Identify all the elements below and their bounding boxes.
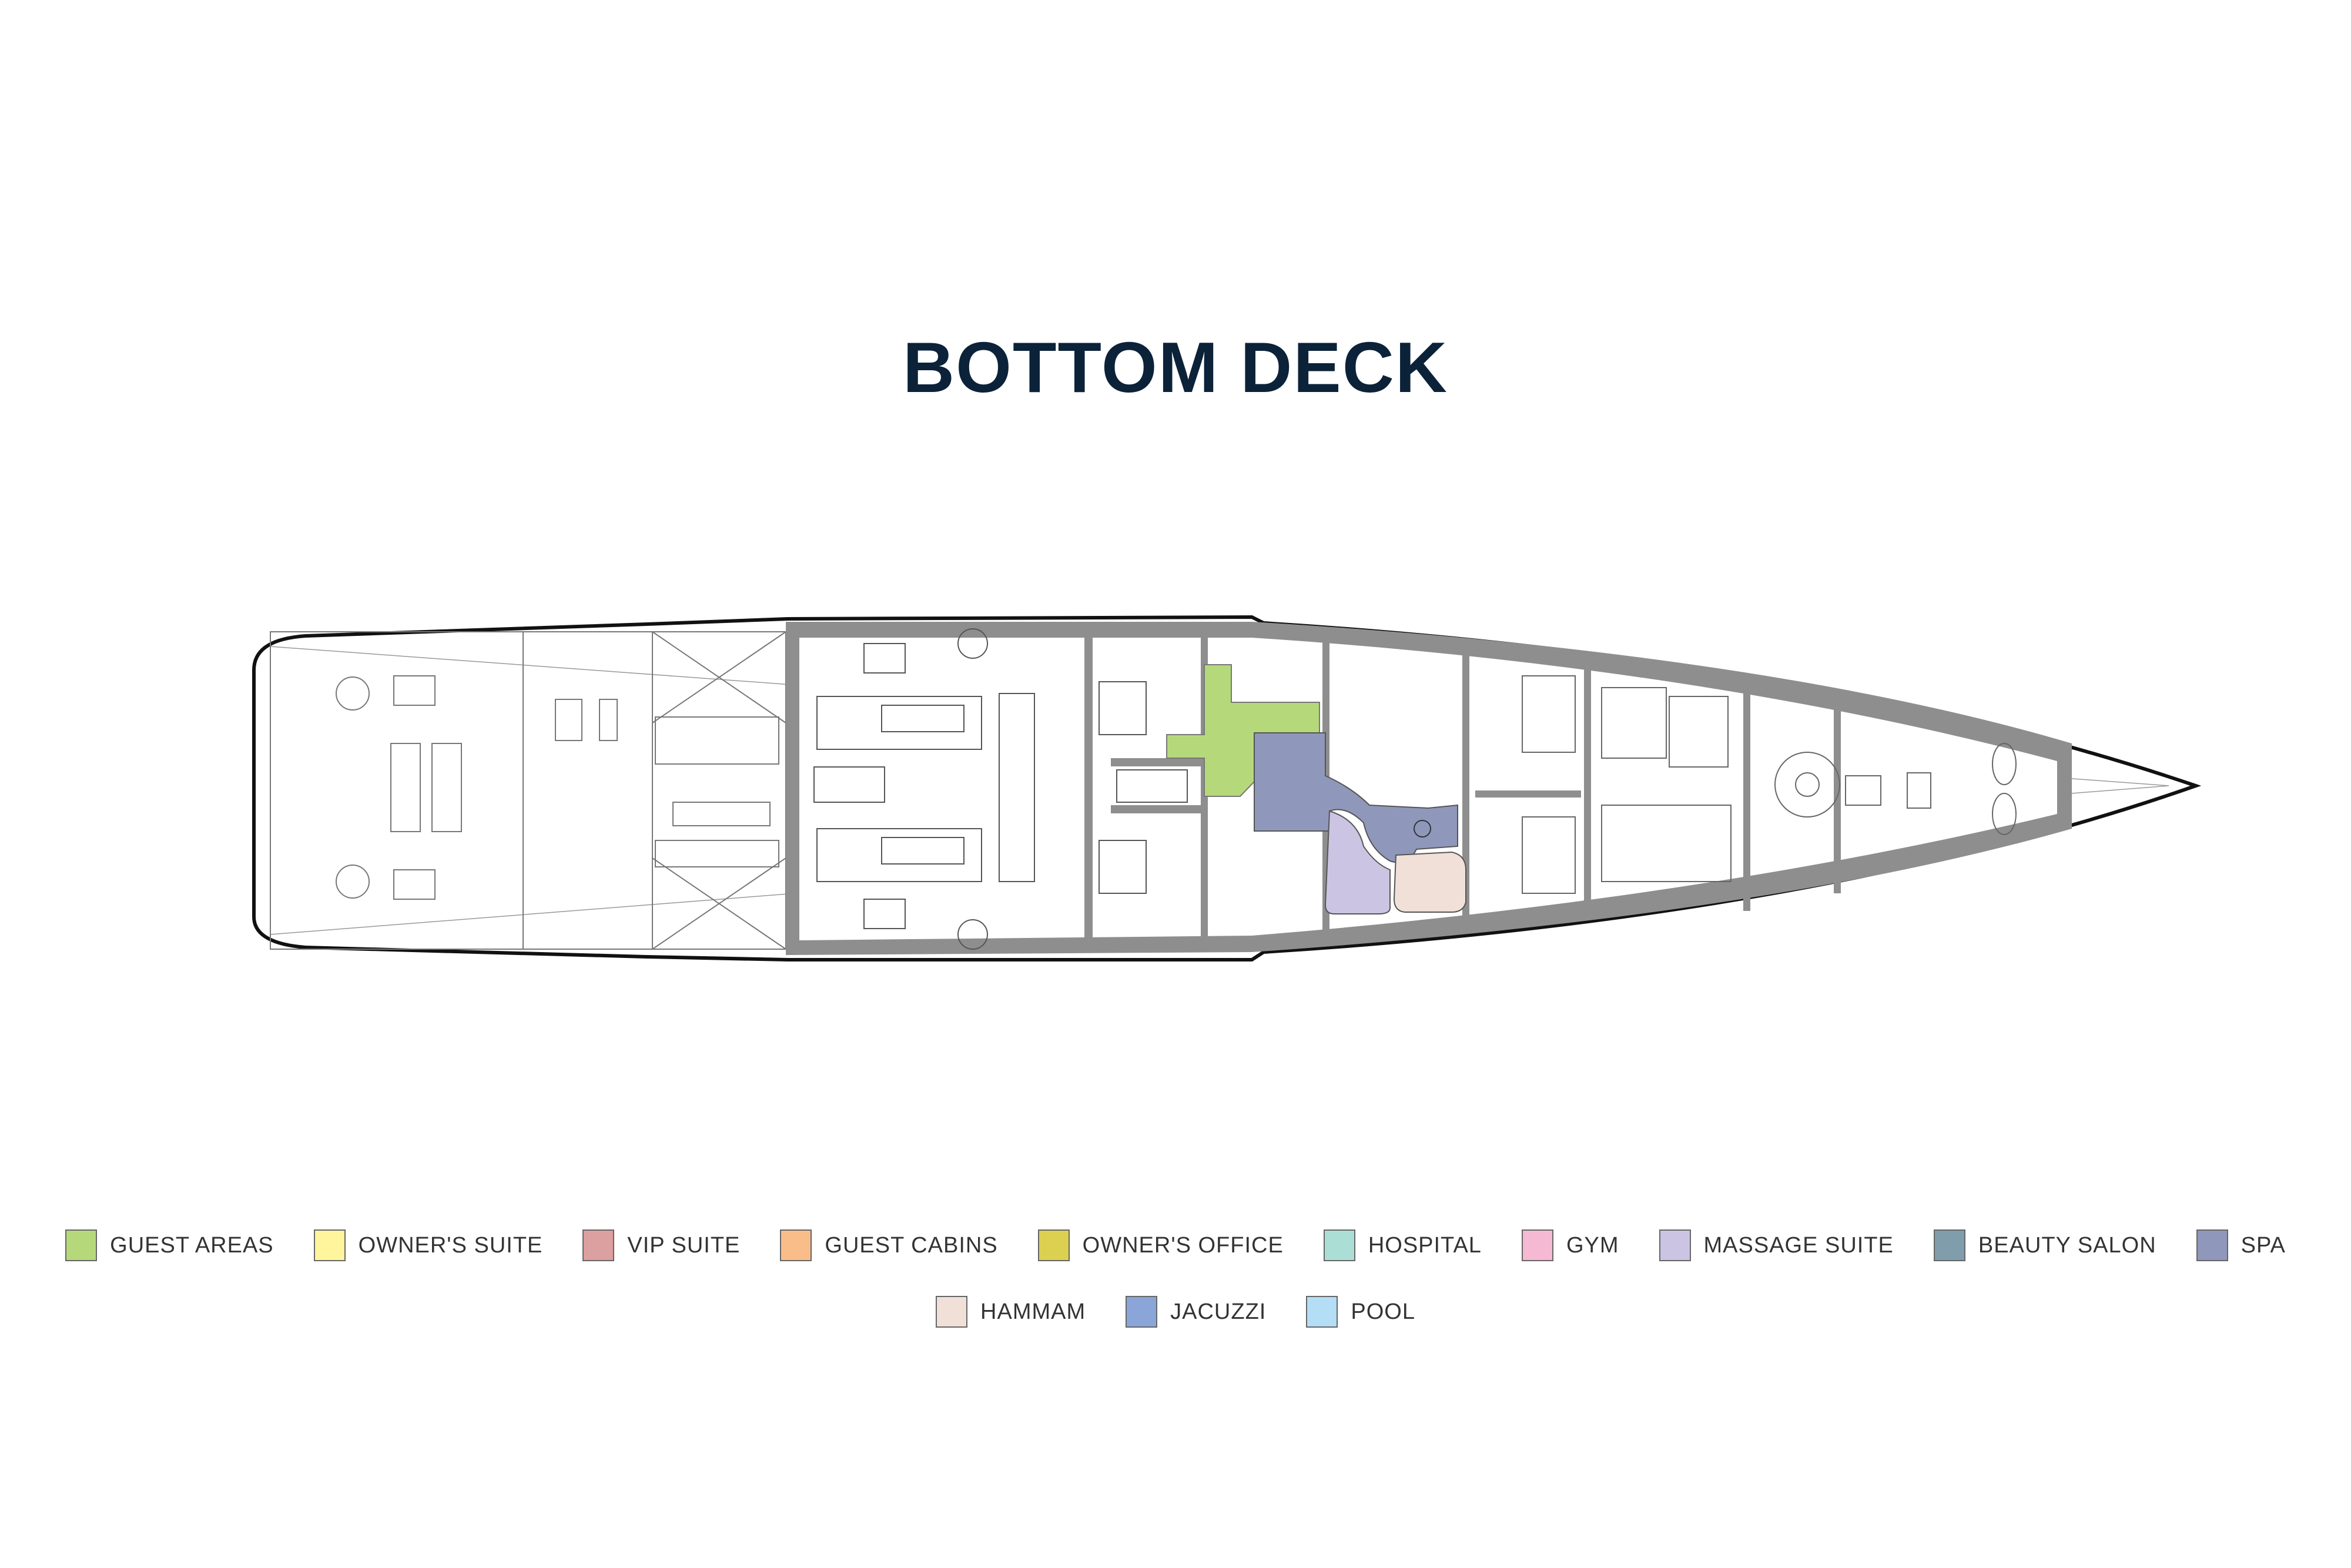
legend-label: OWNER'S SUITE <box>358 1232 543 1258</box>
legend-row-2: HAMMAM JACUZZI POOL <box>0 1296 2351 1328</box>
legend-label: OWNER'S OFFICE <box>1082 1232 1284 1258</box>
legend-swatch <box>1521 1229 1553 1261</box>
legend-item-massage-suite: MASSAGE SUITE <box>1659 1229 1894 1261</box>
legend-item-owners-office: OWNER'S OFFICE <box>1037 1229 1284 1261</box>
legend-label: SPA <box>2241 1232 2286 1258</box>
legend-swatch <box>1037 1229 1070 1261</box>
legend-swatch <box>313 1229 346 1261</box>
legend-label: MASSAGE SUITE <box>1703 1232 1894 1258</box>
legend-label: VIP SUITE <box>627 1232 741 1258</box>
legend-label: JACUZZI <box>1170 1299 1267 1324</box>
page-title: BOTTOM DECK <box>903 327 1448 407</box>
engine-room <box>813 628 1188 950</box>
aft-garage <box>270 631 786 950</box>
legend-swatch <box>65 1229 98 1261</box>
legend-swatch <box>2196 1229 2228 1261</box>
zone-hammam <box>1393 851 1466 913</box>
legend-label: GUEST CABINS <box>825 1232 998 1258</box>
legend-item-jacuzzi: JACUZZI <box>1126 1296 1266 1328</box>
legend-swatch <box>780 1229 812 1261</box>
zone-spa <box>1254 732 1458 863</box>
legend-label: GYM <box>1566 1232 1619 1258</box>
legend-swatch <box>582 1229 615 1261</box>
legend-item-pool: POOL <box>1306 1296 1415 1328</box>
legend-label: HAMMAM <box>980 1299 1086 1324</box>
legend-label: GUEST AREAS <box>110 1232 274 1258</box>
legend-item-hospital: HOSPITAL <box>1323 1229 1482 1261</box>
legend-swatch <box>1933 1229 1965 1261</box>
zone-massage-suite <box>1324 810 1391 914</box>
legend-swatch <box>1306 1296 1338 1328</box>
legend-swatch <box>1659 1229 1691 1261</box>
legend-label: BEAUTY SALON <box>1978 1232 2156 1258</box>
zone-guest-areas <box>1166 664 1320 797</box>
legend-swatch <box>1323 1229 1355 1261</box>
legend-label: POOL <box>1351 1299 1415 1324</box>
legend-row-1: GUEST AREAS OWNER'S SUITE VIP SUITE GUES… <box>0 1229 2351 1261</box>
interior-floor <box>799 638 2057 940</box>
legend-item-hammam: HAMMAM <box>936 1296 1086 1328</box>
legend-swatch <box>936 1296 968 1328</box>
legend-item-gym: GYM <box>1521 1229 1619 1261</box>
legend-item-guest-cabins: GUEST CABINS <box>780 1229 997 1261</box>
forward-cabins <box>1522 675 2017 894</box>
legend-item-spa: SPA <box>2196 1229 2286 1261</box>
legend-label: HOSPITAL <box>1368 1232 1482 1258</box>
legend-item-owners-suite: OWNER'S SUITE <box>313 1229 543 1261</box>
legend-swatch <box>1126 1296 1158 1328</box>
legend-item-vip-suite: VIP SUITE <box>582 1229 740 1261</box>
legend-item-beauty-salon: BEAUTY SALON <box>1933 1229 2156 1261</box>
legend-item-guest-areas: GUEST AREAS <box>65 1229 274 1261</box>
